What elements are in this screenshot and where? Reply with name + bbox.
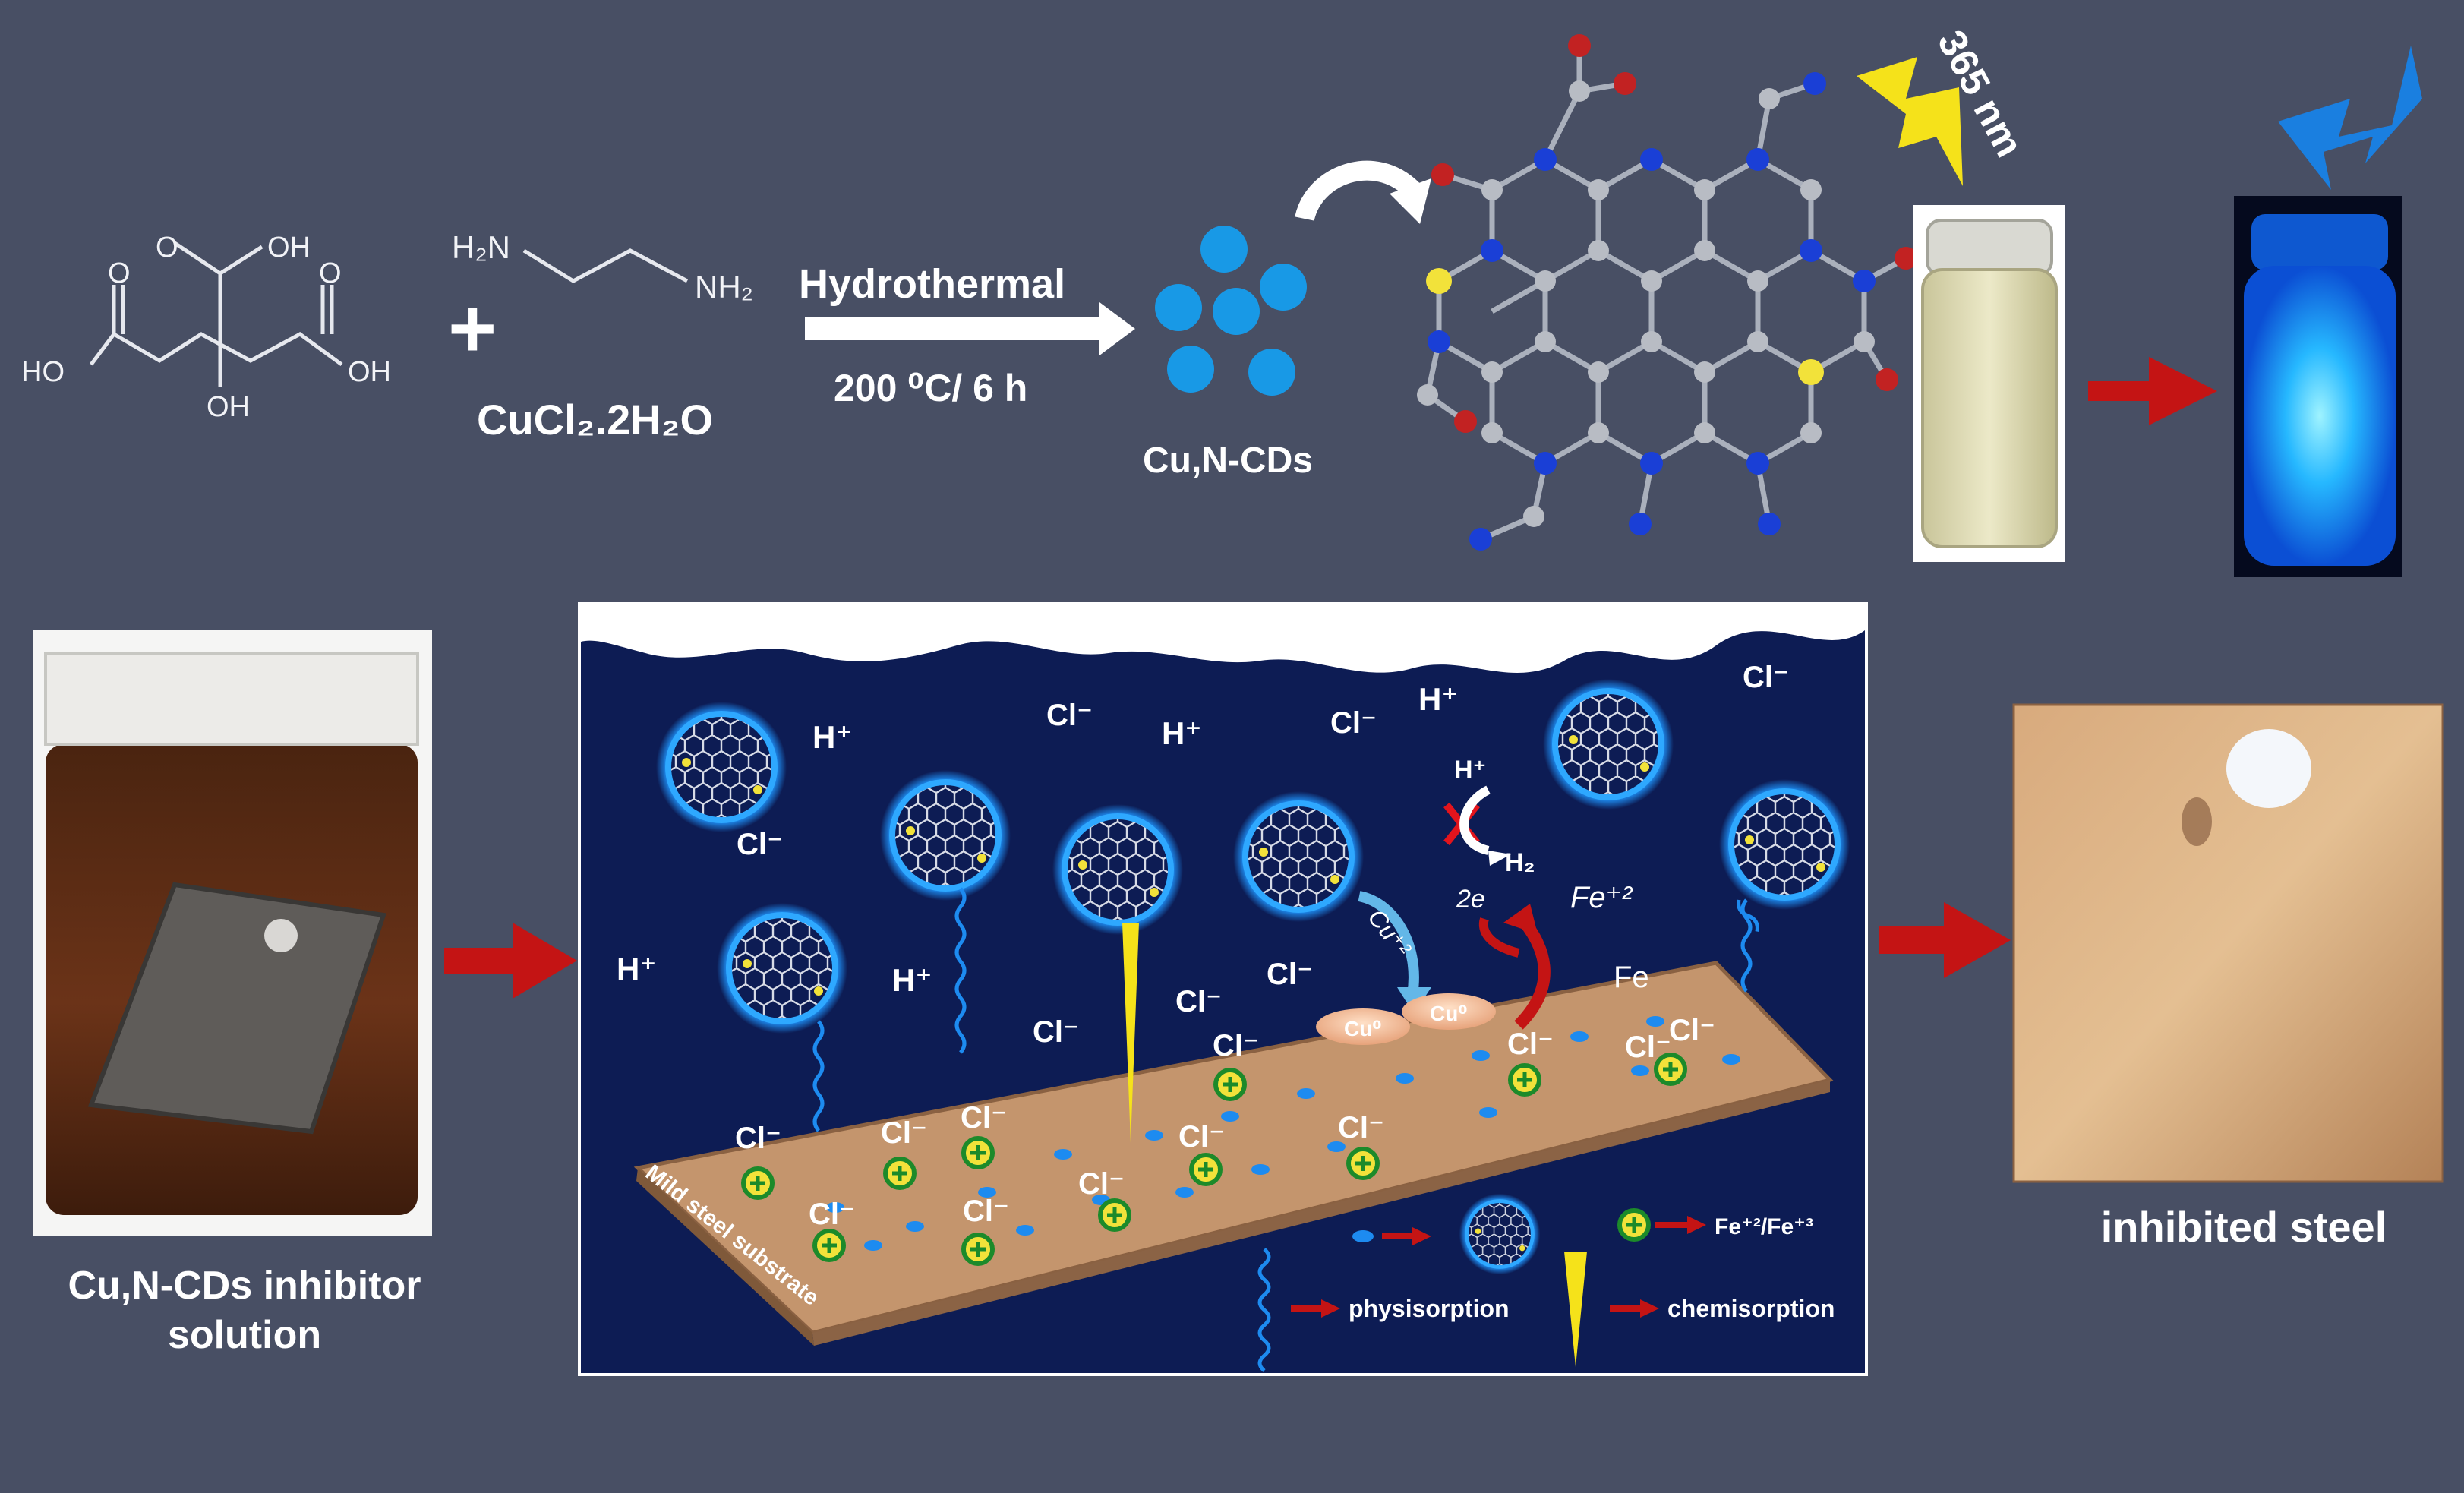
legend-fe-ions: Fe⁺²/Fe⁺³	[1715, 1214, 1813, 1239]
fe-metal-label: Fe	[1614, 961, 1649, 994]
reaction-conditions: 200 ⁰C/ 6 h	[834, 367, 1027, 409]
beaker-caption-line2: solution	[168, 1313, 321, 1357]
citric-hydroxyl: OH	[207, 391, 250, 423]
citric-oh-center: OH	[267, 232, 311, 264]
cl-minus-16: Cl⁻	[963, 1195, 1009, 1228]
cl-minus-14: Cl⁻	[961, 1101, 1007, 1135]
cl-minus-19: Cl⁻	[1338, 1111, 1384, 1144]
ethylenediamine-right-amine: NH₂	[695, 269, 753, 305]
cl-minus-12: Cl⁻	[735, 1122, 781, 1155]
hydrothermal-label: Hydrothermal	[799, 261, 1065, 307]
cl-minus-18: Cl⁻	[1178, 1120, 1225, 1154]
cl-minus-15: Cl⁻	[809, 1198, 855, 1231]
cl-minus-6: Cl⁻	[1175, 985, 1222, 1018]
cl-minus-1: Cl⁻	[1046, 699, 1093, 732]
vial-daylight	[1913, 205, 2065, 562]
citric-ho-left: HO	[21, 356, 65, 388]
inhibited-steel-photo	[2014, 705, 2443, 1182]
h-plus-2: H⁺	[1162, 715, 1202, 751]
cl-minus-3: Cl⁻	[1743, 661, 1789, 694]
fe-ion-label: Fe⁺²	[1570, 881, 1633, 914]
plus-sign: +	[448, 282, 497, 375]
legend-physisorption: physisorption	[1349, 1295, 1510, 1322]
cl-minus-13: Cl⁻	[881, 1116, 927, 1150]
cl-minus-8: Cl⁻	[1213, 1029, 1259, 1062]
beaker-photo	[33, 630, 432, 1236]
cl-minus-17: Cl⁻	[1078, 1167, 1125, 1201]
h-plus-reaction: H⁺	[1454, 756, 1487, 784]
citric-o-center: O	[156, 232, 178, 264]
beaker-caption-line1: Cu,N-CDs inhibitor	[68, 1264, 421, 1308]
cl-minus-11: Cl⁻	[1669, 1014, 1715, 1047]
electrons-label: 2e	[1456, 885, 1485, 914]
cu-zero-label-1: Cu⁰	[1344, 1017, 1382, 1040]
hydrogen-gas: H₂	[1505, 848, 1535, 877]
h-plus-4: H⁺	[617, 951, 657, 986]
cl-minus-2: Cl⁻	[1330, 706, 1377, 740]
h-plus-3: H⁺	[1418, 681, 1459, 717]
citric-o-left: O	[108, 257, 131, 289]
product-label: Cu,N-CDs	[1143, 440, 1313, 481]
legend-chemisorption: chemisorption	[1667, 1295, 1835, 1322]
h-plus-1: H⁺	[812, 719, 853, 755]
cu-zero-label-2: Cu⁰	[1430, 1002, 1468, 1025]
cl-minus-4: Cl⁻	[737, 828, 783, 861]
cl-minus-9: Cl⁻	[1507, 1027, 1554, 1061]
vial-uv-glow	[2234, 196, 2402, 577]
result-caption: inhibited steel	[2101, 1203, 2387, 1251]
citric-oh-right: OH	[348, 356, 391, 388]
cl-minus-7: Cl⁻	[1267, 958, 1313, 991]
citric-o-right: O	[319, 257, 342, 289]
h-plus-5: H⁺	[892, 962, 932, 998]
copper-salt-label: CuCl₂.2H₂O	[477, 396, 713, 443]
cl-minus-5: Cl⁻	[1033, 1015, 1079, 1049]
ethylenediamine-left-amine: H₂N	[452, 229, 510, 265]
